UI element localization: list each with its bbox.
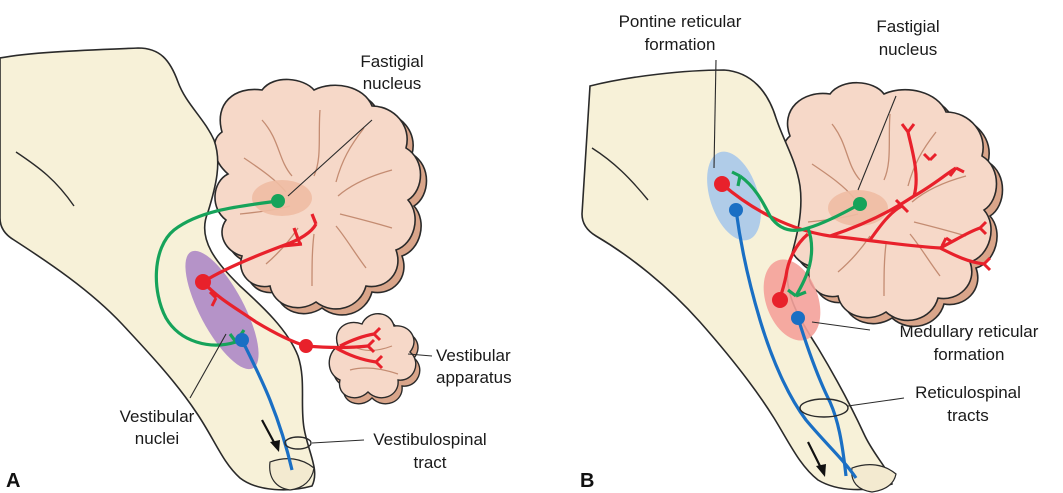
label-reticulospinal-tracts-line2: tracts: [947, 406, 989, 425]
panel-letter-a: A: [6, 470, 20, 492]
label-fastigial-nucleus-b-line1: Fastigial: [876, 17, 939, 36]
label-fastigial-nucleus-b-line2: nucleus: [879, 40, 938, 59]
fastigial-neuron-b: [853, 197, 867, 211]
label-vestibular-nuclei-line1: Vestibular: [120, 407, 195, 426]
pontine-neuron-red: [714, 176, 730, 192]
vestibular-ganglion-neuron-a: [299, 339, 313, 353]
medullary-neuron-blue: [791, 311, 805, 325]
label-vestibular-apparatus-line2: apparatus: [436, 368, 512, 387]
label-fastigial-nucleus-a-line2: nucleus: [363, 74, 422, 93]
vestibular-nucleus-neuron-blue-a: [235, 333, 249, 347]
vestibular-apparatus: [329, 314, 420, 404]
label-pontine-reticular-line1: Pontine reticular: [619, 12, 742, 31]
panel-a: Fastigial nucleus Vestibular apparatus V…: [0, 48, 512, 492]
label-fastigial-nucleus-a-line1: Fastigial: [360, 52, 423, 71]
panel-b: Pontine reticular formation Fastigial nu…: [580, 12, 1039, 492]
medullary-neuron-red: [772, 292, 788, 308]
pontine-neuron-blue: [729, 203, 743, 217]
cerebellum-a: [214, 79, 426, 315]
label-pontine-reticular-line2: formation: [645, 35, 716, 54]
fastigial-neuron-a: [271, 194, 285, 208]
label-vestibular-apparatus-line1: Vestibular: [436, 346, 511, 365]
label-medullary-reticular-line1: Medullary reticular: [900, 322, 1039, 341]
label-vestibular-nuclei-line2: nuclei: [135, 429, 179, 448]
label-reticulospinal-tracts-line1: Reticulospinal: [915, 383, 1021, 402]
label-vestibulospinal-tract-line1: Vestibulospinal: [373, 430, 486, 449]
label-vestibulospinal-tract-line2: tract: [413, 453, 446, 472]
vestibular-nucleus-neuron-red-a: [195, 274, 211, 290]
panel-letter-b: B: [580, 470, 594, 492]
label-medullary-reticular-line2: formation: [934, 345, 1005, 364]
